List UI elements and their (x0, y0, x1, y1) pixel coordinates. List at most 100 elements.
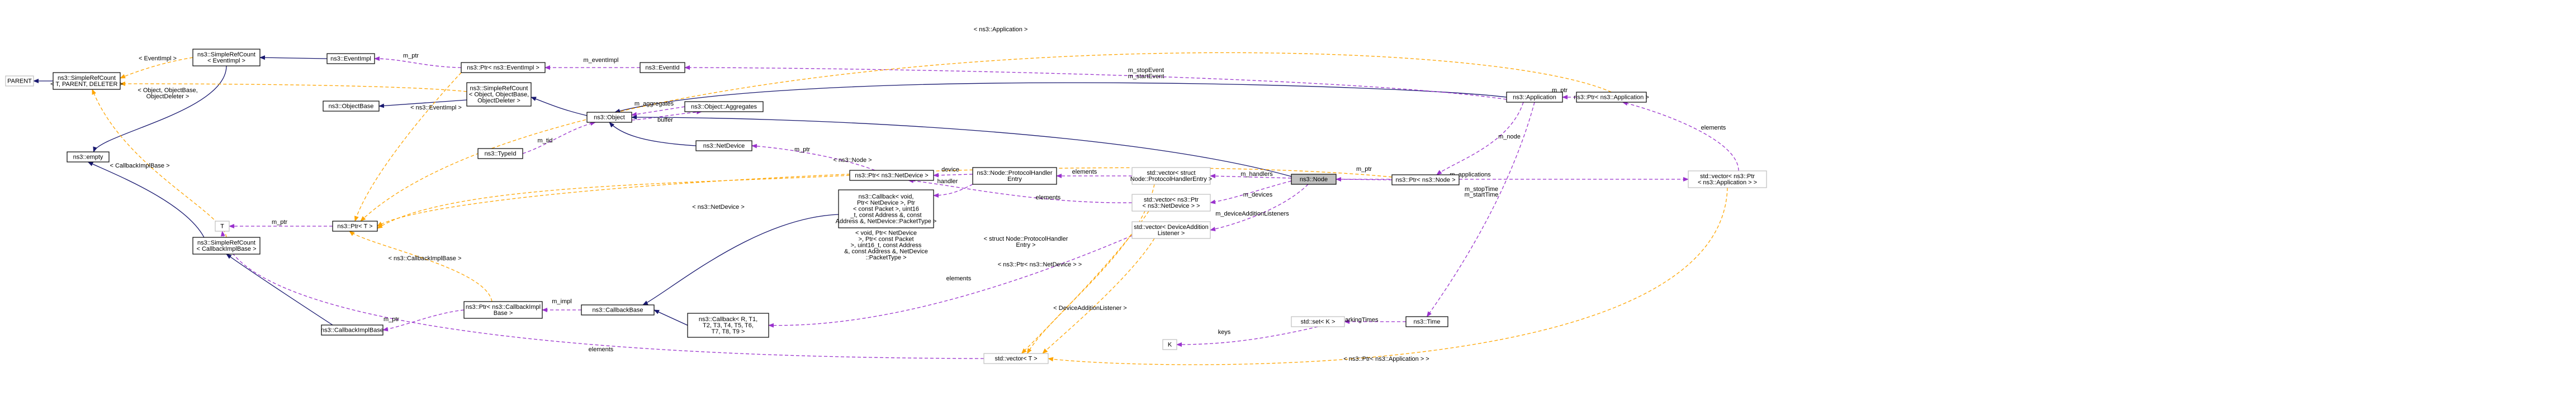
edge-label: m_ptr (403, 52, 419, 59)
node-node[interactable]: ns3::Node (1291, 174, 1337, 185)
node-box (466, 82, 532, 107)
node-callback_void[interactable]: ns3::Callback< void,Ptr< NetDevice >, Pt… (836, 189, 937, 228)
node-cbimplbase[interactable]: ns3::CallbackImplBase (321, 324, 383, 336)
edge-application-to-ptr_node (1436, 102, 1524, 175)
node-ptr_cbimplbase[interactable]: ns3::Ptr< ns3::CallbackImplBase > (463, 301, 543, 319)
node-objectbase[interactable]: ns3::ObjectBase (323, 101, 380, 112)
node-box (983, 353, 1049, 364)
node-vector_devadd[interactable]: std::vector< DeviceAdditionListener > (1131, 221, 1211, 239)
edge-label: elements (1036, 194, 1061, 201)
node-protocolhandler[interactable]: ns3::Node::ProtocolHandlerEntry (972, 167, 1057, 185)
node-k[interactable]: K (1162, 339, 1177, 350)
edge-node-to-object (631, 115, 1292, 177)
node-vector_t[interactable]: std::vector< T > (983, 353, 1049, 364)
node-cbbase[interactable]: ns3::CallbackBase (581, 304, 655, 316)
nodes-layer: PARENT ns3::SimpleRefCount< T, PARENT, DE… (5, 49, 1767, 364)
node-box (1506, 92, 1563, 103)
edge-ptr_cbimplbase-to-ptr_t (349, 231, 493, 302)
edge-label: m_handlers (1240, 171, 1273, 178)
node-label: ns3::SimpleRefCount (197, 51, 255, 58)
edge-label: m_startTime (1465, 192, 1499, 198)
edge-label: < ns3::Application > (974, 26, 1028, 33)
edge-labels-layer: < EventImpl >< CallbackImplBase >< Objec… (110, 26, 1726, 362)
node-set_k[interactable]: std::set< K > (1291, 316, 1345, 327)
node-srcount_parent[interactable]: ns3::SimpleRefCount< T, PARENT, DELETER … (50, 72, 123, 90)
node-label: < CallbackImplBase > (197, 246, 257, 252)
node-vector_netdevice[interactable]: std::vector< ns3::Ptr< ns3::NetDevice > … (1131, 194, 1211, 212)
node-box (1291, 174, 1337, 185)
edge-label: ObjectDeleter > (146, 93, 190, 100)
node-label: _t, const Address &, const (850, 212, 921, 219)
node-label: PARENT (7, 78, 32, 85)
node-label: >, uint16_t, const Address (851, 242, 922, 249)
node-eventimpl[interactable]: ns3::EventImpl (326, 53, 375, 64)
edge-srcount_cbimplbase-to-empty (87, 161, 205, 238)
edge-application-to-time (1426, 102, 1535, 317)
edge-label: elements (946, 275, 972, 282)
node-label: ns3::empty (73, 154, 103, 161)
edge-ptr_node-to-ptr_t (377, 167, 1393, 227)
node-srcount_eventimpl[interactable]: ns3::SimpleRefCount< EventImpl > (192, 49, 261, 66)
edge-label: < DeviceAdditionListener > (1053, 305, 1126, 312)
node-box (323, 101, 380, 112)
edge-object-to-srcount_object (531, 97, 588, 116)
node-box (332, 221, 378, 232)
edge-label: m_devices (1243, 192, 1273, 198)
edge-ptr_eventimpl-to-ptr_t (354, 72, 462, 222)
edge-ptr_netdevice-to-ptr_t (377, 175, 850, 229)
node-label: std::vector< struct (1147, 170, 1195, 176)
node-label: ns3::EventId (645, 65, 679, 71)
node-eventid[interactable]: ns3::EventId (640, 62, 685, 73)
edge-label: < ns3::Node > (833, 157, 872, 164)
edge-label: m_eventImpl (584, 57, 619, 64)
node-ptr_netdevice[interactable]: ns3::Ptr< ns3::NetDevice > (849, 170, 934, 181)
node-typeid[interactable]: ns3::TypeId (477, 148, 523, 159)
edge-srcount_object-to-srcount_parent (120, 82, 467, 92)
node-time[interactable]: ns3::Time (1405, 316, 1448, 327)
node-box (192, 49, 261, 66)
node-box (1576, 92, 1647, 103)
edge-label: < ns3::NetDevice > (692, 204, 745, 211)
node-vector_ptr_application[interactable]: std::vector< ns3::Ptr< ns3::Application … (1688, 170, 1767, 188)
node-label: K (1168, 342, 1172, 348)
node-label: ns3::CallbackImplBase (321, 327, 383, 334)
edge-callback_rt-to-cbbase (654, 309, 688, 326)
node-box (586, 112, 632, 123)
node-object[interactable]: ns3::Object (586, 112, 632, 123)
node-ptr_node[interactable]: ns3::Ptr< ns3::Node > (1391, 174, 1460, 185)
edge-protocolhandler-to-callback_void (933, 184, 973, 198)
node-box (1291, 316, 1345, 327)
node-callback_rt[interactable]: ns3::Callback< R, T1,T2, T3, T4, T5, T6,… (687, 313, 769, 338)
node-box (849, 170, 934, 181)
node-label: ns3::Node (1300, 176, 1328, 183)
node-box (1131, 194, 1211, 212)
edge-application-to-eventid (684, 65, 1507, 100)
node-label: < ns3::NetDevice > > (1142, 203, 1200, 209)
node-box (1405, 316, 1448, 327)
node-label: ns3::SimpleRefCount (470, 85, 528, 92)
node-label: ns3::Node::ProtocolHandler (977, 170, 1052, 176)
node-ptr_eventimpl[interactable]: ns3::Ptr< ns3::EventImpl > (461, 62, 546, 73)
edge-protocolhandler-to-ptr_netdevice (933, 173, 973, 178)
node-label: ns3::Ptr< T > (337, 223, 372, 230)
node-box (67, 151, 110, 163)
node-netdevice[interactable]: ns3::NetDevice (695, 140, 752, 151)
node-label: ns3::Object (594, 114, 625, 121)
node-srcount_cbimplbase[interactable]: ns3::SimpleRefCount< CallbackImplBase > (192, 237, 261, 255)
edge-label: < ns3::CallbackImplBase > (389, 255, 462, 262)
node-parent[interactable]: PARENT (5, 75, 34, 87)
node-box (687, 313, 769, 338)
node-empty[interactable]: ns3::empty (67, 151, 110, 163)
edge-label: keys (1218, 329, 1231, 336)
node-aggregates[interactable]: ns3::Object::Aggregates (684, 101, 764, 112)
node-ptr_t[interactable]: ns3::Ptr< T > (332, 221, 378, 232)
node-callback_void_grey[interactable]: < void, Ptr< NetDevice>, Ptr< const Pack… (844, 230, 928, 261)
node-application[interactable]: ns3::Application (1506, 92, 1563, 103)
node-label: std::vector< ns3::Ptr (1144, 197, 1199, 203)
node-t[interactable]: T (215, 221, 230, 232)
node-srcount_object[interactable]: ns3::SimpleRefCount< Object, ObjectBase,… (466, 82, 532, 107)
node-box (326, 53, 375, 64)
node-vector_struct[interactable]: std::vector< structNode::ProtocolHandler… (1130, 167, 1212, 185)
node-ptr_application[interactable]: ns3::Ptr< ns3::Application > (1574, 92, 1649, 103)
